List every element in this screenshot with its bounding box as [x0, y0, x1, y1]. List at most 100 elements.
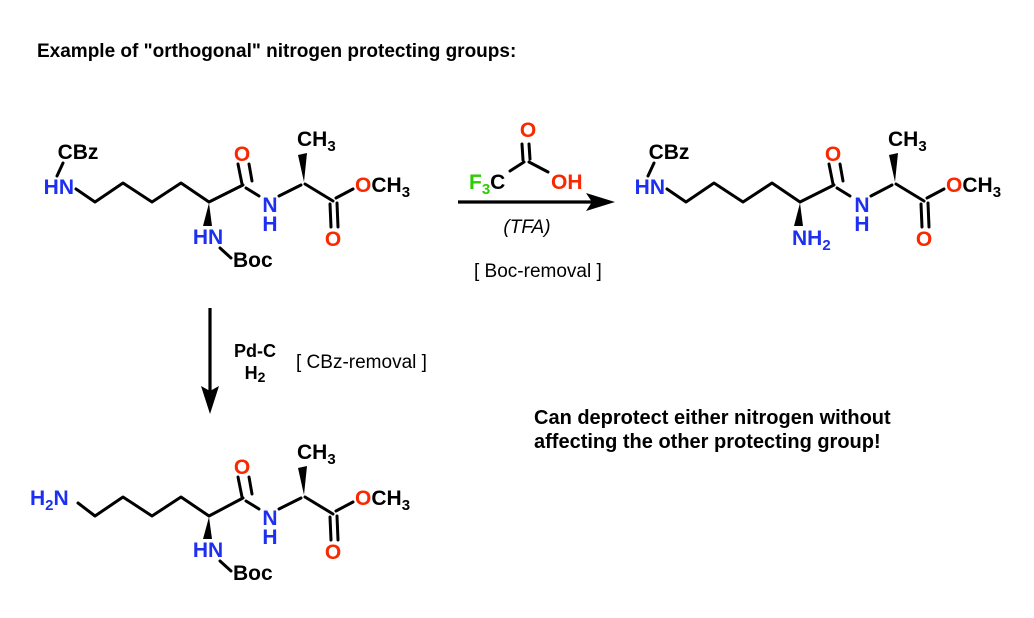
- label-tfa-o: O: [520, 119, 536, 142]
- label-methyl: CH3: [888, 128, 927, 155]
- label-ome: OCH3: [946, 174, 1001, 201]
- molecule-start-material: CBz HN O N H HN Boc CH3 O OCH3: [44, 128, 410, 272]
- reagent-tfa-structure: F3C O OH: [469, 119, 583, 198]
- cbz-text: CBz: [649, 141, 690, 164]
- note-line-1: Can deprotect either nitrogen without: [534, 407, 891, 429]
- hn-text: HN: [193, 226, 223, 249]
- label-hn-cbz: HN: [44, 176, 74, 199]
- ch-text: CH: [371, 487, 401, 510]
- label-amide-n: N: [262, 194, 277, 217]
- sub2-text: 2: [45, 497, 53, 514]
- label-methyl: CH3: [297, 441, 336, 468]
- boc-text: Boc: [233, 562, 273, 585]
- ch-text: CH: [371, 174, 401, 197]
- o-text: O: [234, 456, 250, 479]
- page-title: Example of "orthogonal" nitrogen protect…: [37, 41, 517, 62]
- label-amide-h: H: [262, 526, 277, 549]
- label-ester-o: O: [325, 541, 341, 564]
- label-hn-boc: HN: [193, 226, 223, 249]
- bonds: [55, 161, 355, 260]
- nh-text: NH: [792, 227, 822, 250]
- ch-text: CH: [888, 128, 918, 151]
- c-text: C: [490, 171, 505, 194]
- label-carbonyl-o: O: [234, 143, 250, 166]
- cbz-removal-step-label: [ CBz-removal ]: [296, 352, 427, 373]
- arrow-head-icon: [201, 386, 219, 414]
- o-text: O: [916, 228, 932, 251]
- bonds: [76, 475, 355, 573]
- label-cbz: CBz: [649, 141, 690, 164]
- h-text: H: [30, 487, 45, 510]
- label-boc: Boc: [233, 562, 273, 585]
- cbz-text: CBz: [58, 141, 99, 164]
- label-ester-o: O: [325, 228, 341, 251]
- sub3-text: 3: [402, 497, 410, 514]
- h-text: H: [262, 213, 277, 236]
- label-f3c: F3C: [469, 171, 505, 198]
- f-text: F: [469, 171, 482, 194]
- h-text: H: [244, 363, 258, 383]
- arrow-down-cbz-removal: [201, 308, 219, 414]
- note-line-2: affecting the other protecting group!: [534, 431, 881, 453]
- o-text: O: [825, 143, 841, 166]
- sub3-text: 3: [327, 138, 335, 155]
- label-amide-h: H: [262, 213, 277, 236]
- label-free-amine-nh2: NH2: [792, 227, 831, 254]
- n-text: N: [262, 507, 277, 530]
- label-carbonyl-o: O: [234, 456, 250, 479]
- o-text: O: [234, 143, 250, 166]
- sub3-text: 3: [327, 451, 335, 468]
- h-text: H: [854, 213, 869, 236]
- bonds: [508, 142, 550, 174]
- arrow-right-boc-removal: [458, 193, 615, 211]
- o-text: O: [325, 228, 341, 251]
- ch-text: CH: [297, 441, 327, 464]
- sub3-text: 3: [402, 184, 410, 201]
- bonds: [646, 161, 946, 229]
- label-amide-h: H: [854, 213, 869, 236]
- label-tfa-oh: OH: [551, 171, 583, 194]
- sub3-text: 3: [993, 184, 1001, 201]
- label-ome: OCH3: [355, 174, 410, 201]
- sub3-text: 3: [918, 138, 926, 155]
- sub2-text: 2: [822, 237, 830, 254]
- hn-text: HN: [635, 176, 665, 199]
- boc-text: Boc: [233, 249, 273, 272]
- hydrogenolysis-conditions: Pd-C H2: [205, 340, 305, 388]
- label-cbz: CBz: [58, 141, 99, 164]
- boc-removal-step-label: [ Boc-removal ]: [474, 261, 602, 282]
- ch-text: CH: [962, 174, 992, 197]
- pd-c-label: Pd-C: [234, 341, 276, 361]
- n-text: N: [262, 194, 277, 217]
- conclusion-note: Can deprotect either nitrogen without af…: [534, 406, 891, 454]
- hn-text: HN: [193, 539, 223, 562]
- n-text: N: [54, 487, 69, 510]
- o-text: O: [355, 487, 371, 510]
- sub2-text: 2: [257, 369, 266, 385]
- label-ome: OCH3: [355, 487, 410, 514]
- n-text: N: [854, 194, 869, 217]
- tfa-solvent-label: (TFA): [503, 217, 551, 238]
- label-boc: Boc: [233, 249, 273, 272]
- label-free-amine-h2n: H2N: [30, 487, 69, 514]
- sub3-text: 3: [482, 181, 490, 198]
- h2-label: H2: [205, 362, 305, 388]
- o-text: O: [520, 119, 536, 142]
- label-hn-boc: HN: [193, 539, 223, 562]
- o-text: O: [355, 174, 371, 197]
- ch-text: CH: [297, 128, 327, 151]
- hn-text: HN: [44, 176, 74, 199]
- h-text: H: [262, 526, 277, 549]
- arrow-head-icon: [586, 193, 615, 211]
- molecule-boc-removed-product: CBz HN O N H NH2 CH3 O OCH3: [635, 128, 1001, 254]
- label-carbonyl-o: O: [825, 143, 841, 166]
- label-methyl: CH3: [297, 128, 336, 155]
- label-ester-o: O: [916, 228, 932, 251]
- o-text: O: [946, 174, 962, 197]
- oh-text: OH: [551, 171, 583, 194]
- label-amide-n: N: [262, 507, 277, 530]
- molecule-cbz-removed-product: H2N O N H HN Boc CH3 O OCH3: [30, 441, 410, 585]
- o-text: O: [325, 541, 341, 564]
